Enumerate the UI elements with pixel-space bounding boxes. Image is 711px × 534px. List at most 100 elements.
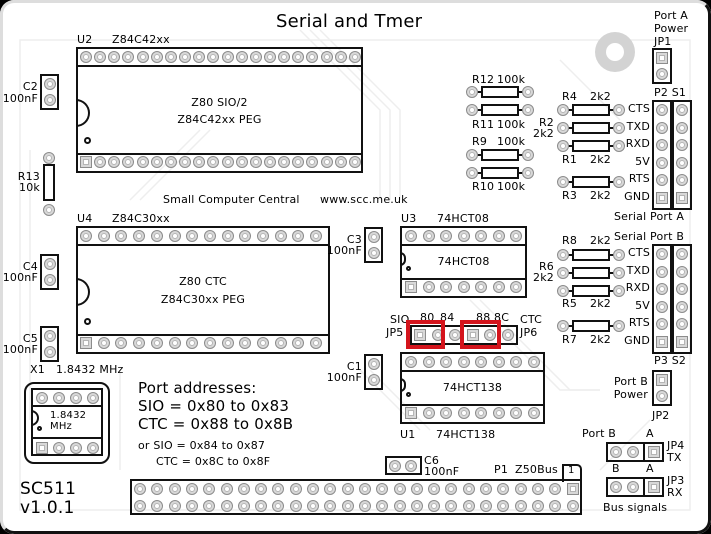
u2-pad — [292, 156, 305, 168]
capacitor-pad — [44, 258, 56, 270]
u2-pad — [306, 51, 319, 63]
u1-pad — [492, 407, 505, 419]
bus-jumper-pad — [610, 446, 622, 458]
c6-footprint — [385, 456, 422, 475]
c4-footprint — [40, 254, 59, 290]
jumper-shunt-sio-80[interactable] — [406, 320, 445, 349]
p3-pad — [656, 248, 668, 260]
signal-label-rts: RTS — [628, 316, 650, 329]
resistor-pad — [43, 152, 55, 164]
s2-pad — [676, 318, 688, 330]
u3-pad — [492, 281, 505, 293]
r3-ref: R3 — [562, 189, 578, 202]
p1-pad — [168, 483, 181, 495]
board-name: SC511 — [20, 479, 77, 499]
s2-header[interactable] — [672, 244, 692, 354]
x1-body: 1.8432 MHz — [31, 388, 103, 456]
capacitor-pad — [44, 330, 56, 342]
u3-pad — [422, 230, 435, 242]
port-b-power-label-1: Port B — [613, 375, 648, 388]
jp1-pad — [656, 52, 668, 64]
port-b-caption: Serial Port B — [614, 230, 685, 243]
bus-jumper-pad — [610, 481, 622, 493]
p1-pad — [462, 483, 475, 495]
u4-pad — [257, 230, 269, 242]
jp4-signal: TX — [667, 451, 682, 464]
u1-pad — [405, 407, 417, 419]
u4-ref: U4 — [77, 212, 93, 225]
p1-pad — [549, 483, 562, 495]
p1-pad — [445, 500, 458, 512]
r2-value: 2k2 — [533, 127, 554, 140]
p1-pad — [497, 483, 510, 495]
s1-pad — [676, 139, 688, 151]
u4-pad — [150, 337, 163, 349]
addresses-heading: Port addresses: — [138, 379, 257, 397]
p2-header[interactable] — [652, 100, 672, 210]
p3-header[interactable] — [652, 244, 672, 354]
p1-pad — [376, 500, 389, 512]
r9-value: 100k — [497, 135, 526, 148]
jp3-label-right: A — [646, 462, 654, 475]
p1-pad — [237, 500, 250, 512]
u2-pad — [108, 156, 121, 168]
u4-pad — [80, 337, 92, 349]
r4-ref: R4 — [562, 90, 578, 103]
jp5-label: SIO — [390, 313, 410, 326]
addresses-ctc: CTC = 0x88 to 0x8B — [138, 415, 294, 433]
u2-pad — [306, 156, 319, 168]
port-a-power-label-2: Power — [654, 22, 689, 35]
jp5-ref: JP5 — [386, 326, 404, 339]
p1-pad — [151, 483, 164, 495]
signal-label-txd: TXD — [626, 119, 650, 133]
p1-pad — [341, 500, 354, 512]
jp1-header[interactable] — [652, 48, 672, 84]
r4-body — [566, 104, 616, 116]
u3-pad — [510, 230, 522, 242]
u4-pad — [168, 230, 181, 242]
u1-ref: U1 — [400, 428, 416, 441]
r12-ref: R12 — [472, 73, 495, 86]
r6-body — [566, 267, 616, 279]
c1-ref: C1 — [346, 360, 362, 373]
resistor-pad — [557, 267, 569, 279]
p1-bus-header — [130, 479, 582, 515]
jp6-label: CTC — [520, 313, 543, 326]
u4-pad — [168, 337, 181, 349]
jp2-header[interactable] — [652, 370, 672, 406]
signal-label-cts: CTS — [628, 102, 650, 115]
jp3-divider — [643, 477, 645, 497]
jp4-header[interactable] — [606, 442, 664, 462]
resistor-pad — [522, 167, 534, 179]
u4-pad — [97, 337, 110, 349]
u2-pad — [150, 156, 163, 168]
s1-header[interactable] — [672, 100, 692, 210]
jp5-pad — [414, 329, 426, 341]
p1-pad — [393, 483, 406, 495]
jumper-shunt-ctc-88[interactable] — [460, 320, 501, 349]
u2-pad — [221, 51, 234, 63]
r12-value: 100k — [497, 73, 526, 86]
capacitor-pad — [368, 374, 380, 386]
signal-label-5v: 5V — [635, 154, 650, 168]
p1-bus-name: Z50Bus — [515, 463, 558, 476]
u2-pad — [122, 51, 135, 63]
jp2-pad — [656, 374, 668, 386]
jp4-divider — [643, 442, 645, 462]
jp3-signal: RX — [667, 486, 683, 499]
jp3-header[interactable] — [606, 477, 664, 497]
c3-value: 100nF — [326, 244, 362, 257]
r11-value: 100k — [497, 118, 526, 131]
u2-pad — [179, 51, 192, 63]
addresses-alt-ctc: CTC = 0x8C to 0x8F — [156, 455, 271, 468]
p1-pad — [531, 483, 544, 495]
bus-jumper-pad — [648, 446, 660, 458]
resistor-pad — [613, 122, 625, 134]
p1-pad — [480, 500, 492, 512]
u4-pad — [292, 230, 305, 242]
r5-ref: R5 — [562, 297, 578, 310]
p1-pad — [514, 483, 527, 495]
u2-pad — [334, 51, 347, 63]
bus-jumper-pad — [627, 481, 639, 493]
